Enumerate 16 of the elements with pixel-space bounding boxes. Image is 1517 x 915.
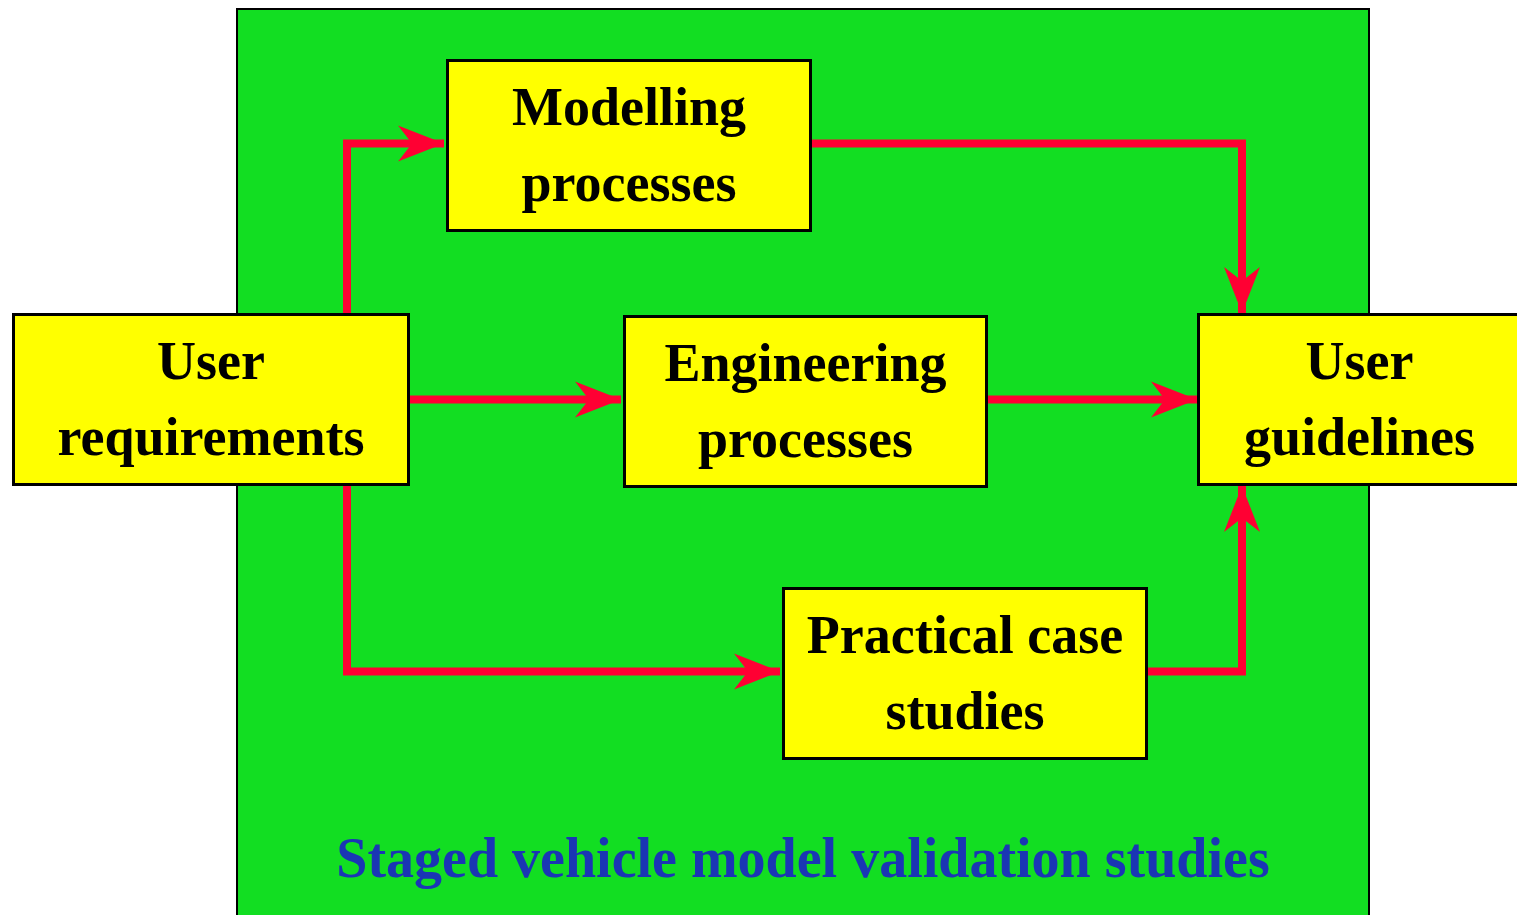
process-box <box>782 587 1148 760</box>
arrow <box>810 139 1260 313</box>
box-label: Engineering processes <box>663 331 948 471</box>
arrow <box>410 381 621 418</box>
arrow <box>343 125 444 313</box>
arrow <box>343 486 780 690</box>
box-label: Modelling processes <box>511 75 747 215</box>
box-label: User guidelines <box>1242 329 1477 469</box>
process-box <box>446 59 812 232</box>
arrow <box>1146 486 1260 676</box>
box-label: User requirements <box>56 329 366 469</box>
process-box <box>623 315 988 488</box>
box-label: Practical case studies <box>805 603 1125 743</box>
process-box <box>12 313 410 486</box>
arrow <box>986 381 1197 418</box>
process-box <box>1197 313 1517 486</box>
